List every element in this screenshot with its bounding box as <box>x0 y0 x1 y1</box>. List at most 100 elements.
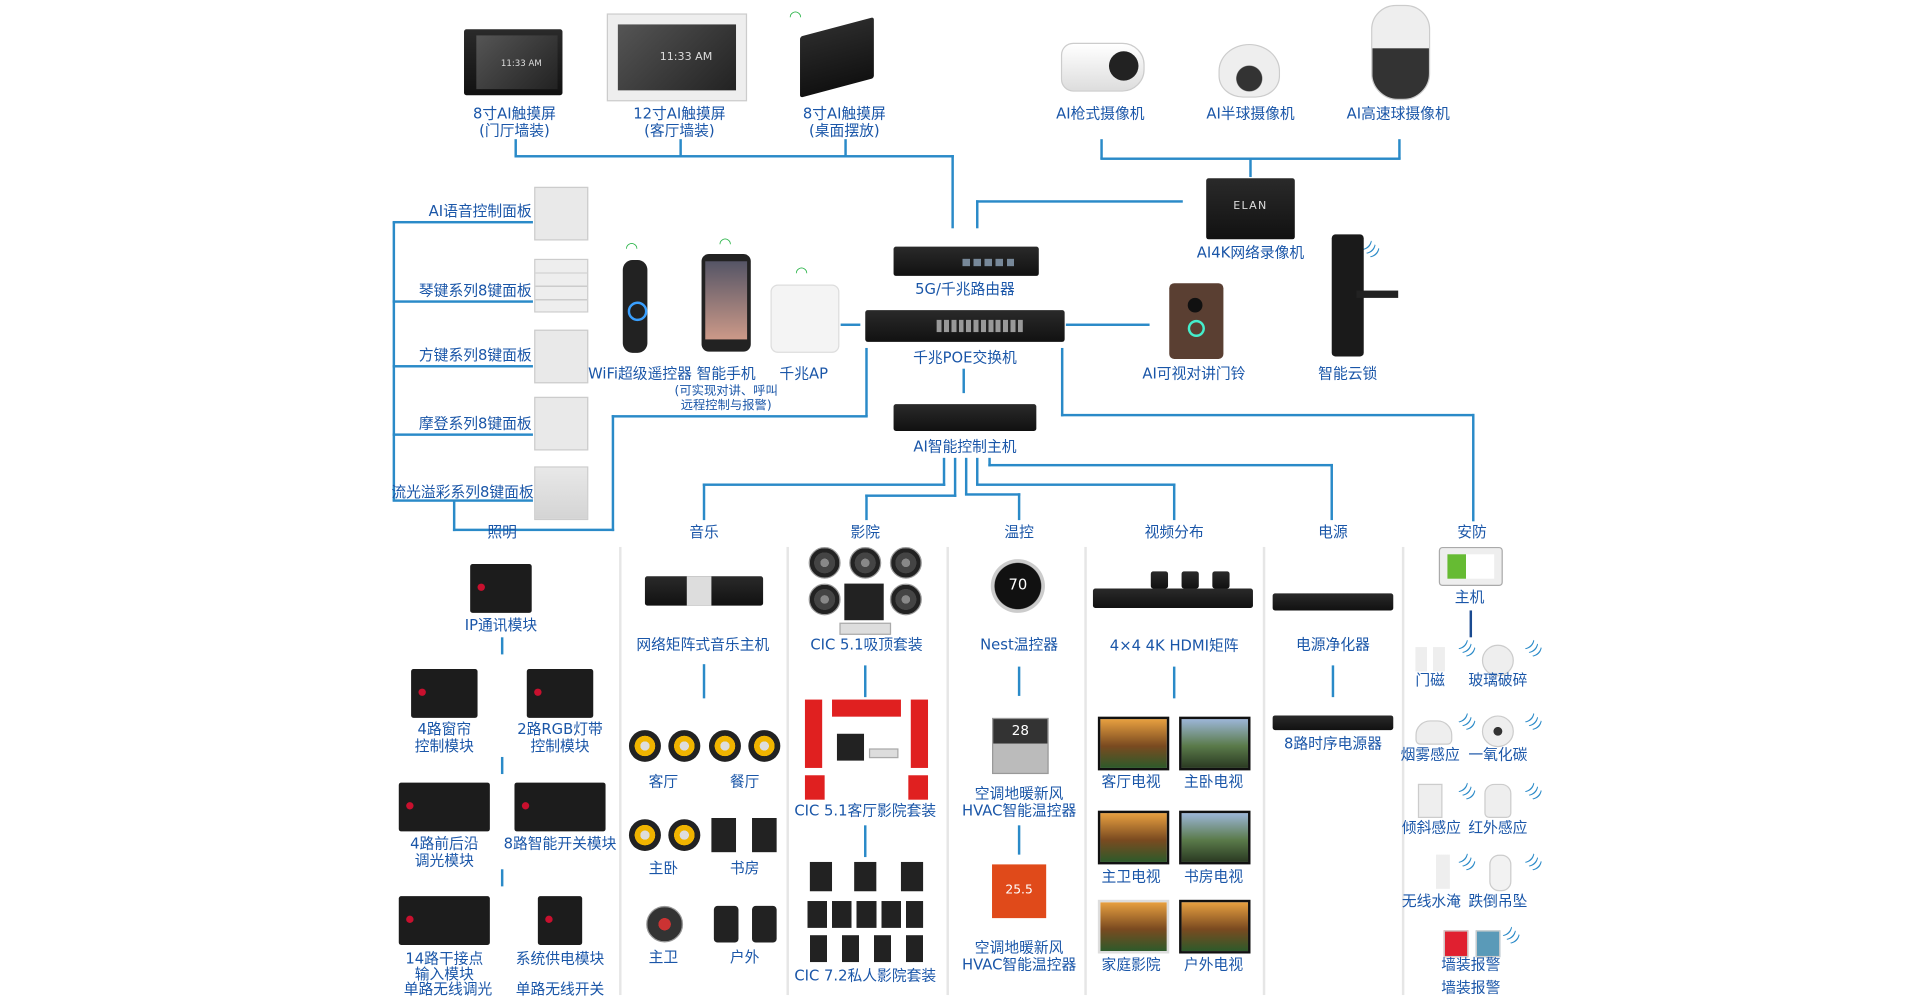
panel-square-key <box>534 329 589 384</box>
switch8-module <box>514 782 606 832</box>
ip-module-label: IP通讯模块 <box>464 616 538 634</box>
hvac2-label-1: 空调地暖新风 <box>974 938 1064 956</box>
sensor-co: 一氧化碳 <box>1468 745 1528 764</box>
wireless-signal-icon: ))) <box>1456 851 1479 874</box>
connector-line <box>500 756 504 775</box>
dimmer-label-1: 4路前后沿 <box>410 835 479 853</box>
phone-label: 智能手机 <box>696 365 756 383</box>
phone-note-1: (可实现对讲、呼叫 <box>674 384 778 399</box>
bullet-camera-label: AI枪式摄像机 <box>1056 104 1145 123</box>
connector-line <box>865 494 957 497</box>
tv-master-bath-label: 主卫电视 <box>1101 868 1161 886</box>
smart-phone <box>701 253 751 352</box>
category-cinema: 影院 <box>850 523 881 541</box>
bookshelf-speaker <box>711 818 737 853</box>
category-video: 视频分布 <box>1144 523 1204 541</box>
security-host-label: 主机 <box>1454 588 1485 606</box>
power-sequencer <box>1272 715 1394 731</box>
connector-line <box>951 155 954 229</box>
music-room-outdoor: 户外 <box>729 948 760 966</box>
hvac1-label-2: HVAC智能温控器 <box>961 802 1077 820</box>
wall-alarm-label: 墙装报警 <box>1441 955 1501 974</box>
power-supply-label-1: 系统供电模块 <box>515 949 605 967</box>
connector-line <box>962 368 965 394</box>
music-room-living: 客厅 <box>648 772 679 790</box>
touch-8-desk-label: 8寸AI触摸屏 <box>802 104 886 123</box>
category-lighting: 照明 <box>487 523 517 541</box>
panel-label-modern: 摩登系列8键面板 <box>418 415 532 433</box>
connector-line <box>392 220 533 224</box>
connector-line <box>702 483 706 521</box>
connector-line <box>1017 825 1021 855</box>
power-purifier-label: 电源净化器 <box>1296 636 1370 654</box>
connector-line <box>964 457 968 495</box>
connector-line <box>1065 323 1150 326</box>
security-host <box>1438 546 1503 587</box>
smoke-sensor <box>1415 720 1453 745</box>
hdmi-matrix-label: 4×4 4K HDMI矩阵 <box>1109 637 1239 655</box>
water-leak-sensor <box>1415 854 1450 889</box>
router <box>893 246 1039 276</box>
sensor-fall: 跌倒吊坠 <box>1468 892 1528 910</box>
wireless-signal-icon: ))) <box>1522 637 1546 661</box>
dry-contact-label-2: 输入模块 <box>414 965 474 983</box>
sensor-tilt: 倾斜感应 <box>1401 819 1461 837</box>
wireless-signal-icon: ))) <box>1500 924 1524 947</box>
hdmi-matrix <box>1092 588 1253 609</box>
home-theater-screen <box>1097 899 1170 954</box>
pir-sensor <box>1484 783 1512 819</box>
remote-label: WiFi超级遥控器 <box>588 365 692 383</box>
smart-lock-label: 智能云锁 <box>1318 365 1378 383</box>
connector-line <box>1100 139 1103 159</box>
wireless-signal-icon: ))) <box>1360 238 1383 261</box>
wireless-signal-icon: ))) <box>1456 637 1479 661</box>
connector-line <box>942 457 946 486</box>
sensor-water: 无线水淹 <box>1401 892 1461 910</box>
connector-line <box>392 365 533 368</box>
wifi-icon: ◠ <box>795 263 809 281</box>
connector-line <box>964 493 1021 496</box>
category-security: 安防 <box>1457 523 1487 541</box>
connector-line <box>1172 666 1176 699</box>
wireless-signal-icon: ))) <box>1522 780 1546 803</box>
dimmer-module <box>398 782 490 832</box>
touch-12-wall-sublabel: (客厅墙装) <box>644 122 715 140</box>
ai-controller <box>893 404 1037 431</box>
tv-master-bath <box>1097 810 1170 865</box>
speaker-icon <box>808 583 841 616</box>
touch-8-wall-label: 8寸AI触摸屏 <box>473 104 556 123</box>
connector-line <box>976 200 979 229</box>
touch-screen-8-wall: 11:33 AM <box>464 29 563 96</box>
panel-modern <box>534 396 589 451</box>
connector-line <box>976 483 1176 486</box>
connector-line <box>702 664 706 699</box>
music-host <box>644 576 764 606</box>
outdoor-speaker <box>752 905 777 943</box>
cinema-living-label: CIC 5.1客厅影院套装 <box>794 802 937 820</box>
speaker-icon <box>668 819 701 851</box>
phone-note-2: 远程控制与报警) <box>680 399 772 413</box>
speaker-icon <box>889 583 922 616</box>
power-sequencer-label: 8路时序电源器 <box>1283 734 1382 753</box>
nest-thermostat: 70 <box>990 559 1045 613</box>
nvr-recorder: ELAN <box>1206 178 1295 240</box>
controller-label: AI智能控制主机 <box>913 438 1017 456</box>
connector-line <box>1398 139 1401 159</box>
speaker-icon <box>889 546 922 579</box>
connector-line <box>500 637 504 655</box>
connector-line <box>452 528 615 532</box>
column-divider <box>946 546 949 996</box>
column-divider <box>1262 546 1266 996</box>
category-climate: 温控 <box>1004 523 1034 541</box>
power-supply-label-2: 单路无线开关 <box>515 980 605 997</box>
music-room-dining: 餐厅 <box>729 772 760 790</box>
hvac2-label-2: HVAC智能温控器 <box>961 955 1077 974</box>
tv-outdoor-label: 户外电视 <box>1184 955 1244 974</box>
dry-contact-label-3: 单路无线调光 <box>403 980 493 997</box>
music-host-label: 网络矩阵式音乐主机 <box>636 636 770 654</box>
connector-line <box>1469 610 1473 638</box>
curtain-label-1: 4路窗帘 <box>417 720 472 738</box>
av-receiver <box>839 622 892 635</box>
connector-line <box>1331 665 1335 698</box>
music-room-master: 主卧 <box>648 859 679 877</box>
